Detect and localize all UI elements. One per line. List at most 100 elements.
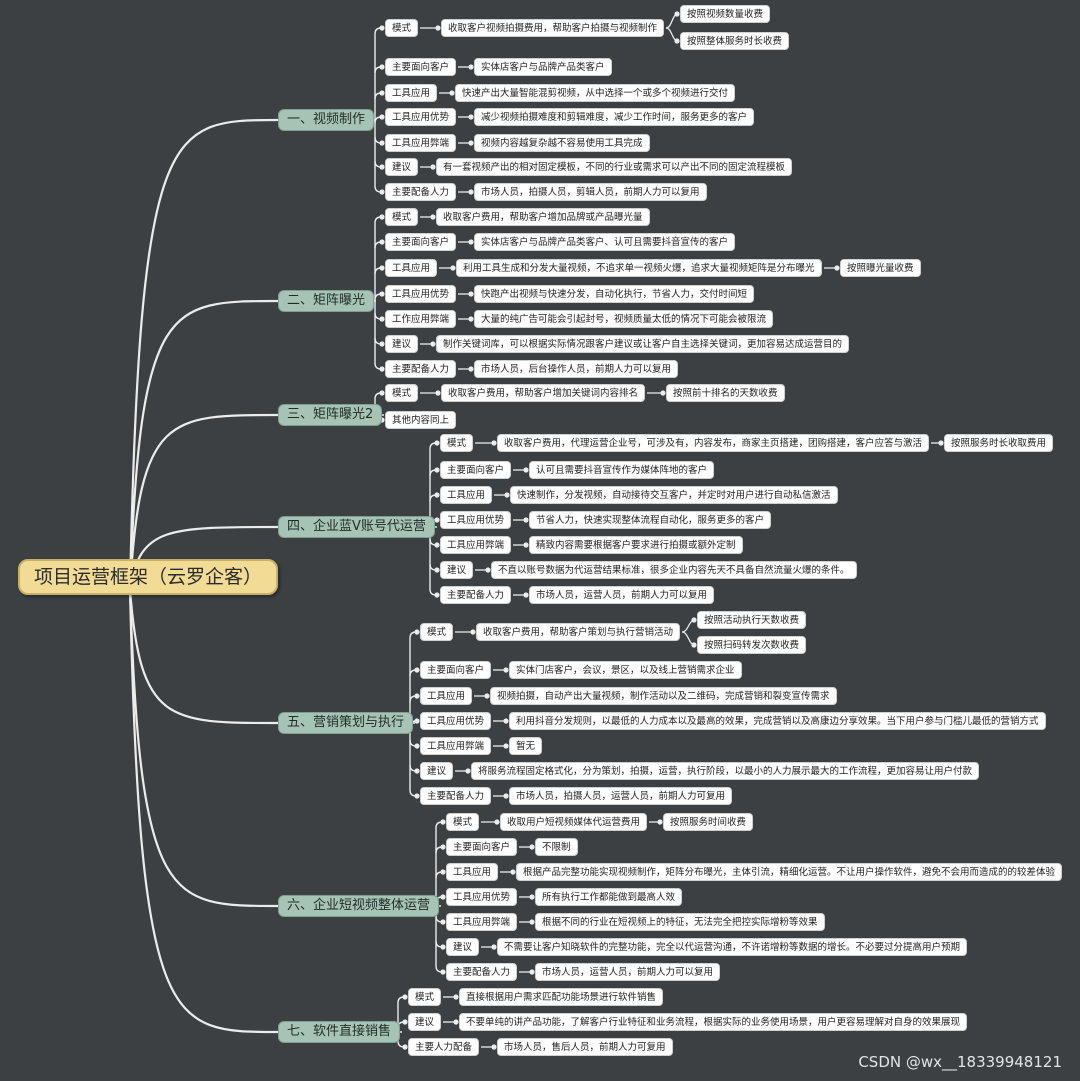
connector-dot (434, 592, 440, 598)
connector-dot (434, 492, 440, 498)
connector-dot (523, 592, 529, 598)
subtopic: 主要面向客户 (385, 58, 457, 76)
subtopic: 主要配备人力 (446, 963, 518, 981)
detail-node: 市场人员，运营人员，前期人力可以复用 (535, 963, 721, 981)
branch-topic: 四、企业蓝V账号代运营 (278, 516, 435, 538)
subtopic: 工具应用 (446, 863, 499, 881)
subtopic: 工具应用弊端 (440, 536, 512, 554)
connector-dot (435, 25, 441, 31)
connector-dot (491, 1044, 497, 1050)
detail-node: 将服务流程固定格式化，分为策划，拍摄，运营，执行阶段，以最小的人力展示最大的工作… (471, 762, 980, 780)
detail-node: 收取客户费用，代理运营企业号，可涉及有，内容发布，商家主页搭建，团购搭建，客户应… (497, 434, 930, 452)
subtopic: 主要配备人力 (440, 586, 512, 604)
subtopic: 模式 (385, 208, 419, 226)
connector-dot (470, 629, 476, 635)
connector-dot (485, 567, 491, 573)
detail-node: 不限制 (535, 838, 578, 856)
connector-dot (402, 1044, 408, 1050)
detail-node: 市场人员，售后人员，前期人力可复用 (497, 1038, 673, 1056)
subtopic: 工具应用 (420, 687, 473, 705)
detail-node: 收取客户费用，帮助客户增加关键词内容排名 (441, 384, 646, 402)
connector-dot (434, 567, 440, 573)
branch-topic: 三、矩阵曝光2 (278, 404, 383, 426)
subtopic: 模式 (440, 434, 474, 452)
subtopic: 工具应用弊端 (446, 913, 518, 931)
detail-node: 精致内容需要根据客户要求进行拍摄或额外定制 (529, 536, 743, 554)
connector-dot (504, 492, 510, 498)
subtopic: 模式 (385, 19, 419, 37)
connector-dot (529, 919, 535, 925)
connector-dot (435, 390, 441, 396)
connector-line (128, 588, 279, 908)
connector-dot (434, 517, 440, 523)
watermark: CSDN @wx__18339948121 (858, 1053, 1062, 1071)
subtopic: 主要人力配备 (408, 1038, 480, 1056)
subtopic: 主要面向客户 (440, 461, 512, 479)
connector-line (128, 299, 279, 590)
detail-node: 不需要让客户知晓软件的完整功能，完全以代运营沟通，不许诺增粉等数据的增长。不必要… (497, 938, 968, 956)
connector-dot (491, 944, 497, 950)
subtopic: 建议 (385, 335, 419, 353)
subtopic: 工作应用弊端 (385, 310, 457, 328)
pricing-node: 按照服务时间收费 (663, 813, 754, 831)
pricing-node: 按照活动执行天数收费 (697, 611, 807, 629)
connector-dot (938, 440, 944, 446)
connector-dot (691, 617, 697, 623)
connector-dot (434, 542, 440, 548)
branch-topic: 五、营销策划与执行 (278, 712, 414, 734)
connector-dot (503, 793, 509, 799)
connector-dot (674, 11, 680, 17)
connector-dot (434, 467, 440, 473)
detail-node: 实体门店客户，会议，景区，以及线上营销需求企业 (509, 661, 742, 679)
connector-dot (414, 693, 420, 699)
connector-dot (529, 894, 535, 900)
connector-dot (440, 819, 446, 825)
connector-dot (491, 440, 497, 446)
connector-dot (523, 467, 529, 473)
detail-node: 视频内容越复杂越不容易使用工具完成 (474, 134, 650, 152)
subtopic: 主要配备人力 (385, 360, 457, 378)
detail-node: 快速产出大量智能混剪视频，从中选择一个或多个视频进行交付 (455, 84, 736, 102)
connector-dot (510, 869, 516, 875)
connector-dot (379, 189, 385, 195)
connector-dot (529, 844, 535, 850)
subtopic: 模式 (446, 813, 480, 831)
connector-dot (440, 844, 446, 850)
subtopic: 模式 (408, 988, 442, 1006)
connector-dot (523, 542, 529, 548)
branch-topic: 二、矩阵曝光 (278, 290, 375, 312)
subtopic: 工具应用弊端 (385, 134, 457, 152)
connector-dot (440, 969, 446, 975)
detail-node: 根据产品完整功能实现视频制作，矩阵分布曝光，主体引流，精细化运营。不让用户操作软… (516, 863, 1063, 881)
branch-topic: 六、企业短视频整体运营 (278, 895, 440, 917)
connector-dot (379, 316, 385, 322)
subtopic: 主要面向客户 (385, 233, 457, 251)
pricing-node: 按照视频数量收费 (680, 5, 771, 23)
pricing-node: 按照扫码转发次数收费 (697, 636, 807, 654)
connector-dot (379, 366, 385, 372)
connector-dot (414, 793, 420, 799)
connector-dot (503, 667, 509, 673)
subtopic: 建议 (420, 762, 454, 780)
connector-dot (379, 114, 385, 120)
detail-node: 根据不同的行业在短视频上的特征，无法完全把控实际增粉等效果 (535, 913, 825, 931)
connector-dot (674, 38, 680, 44)
connector-dot (468, 189, 474, 195)
connector-dot (379, 64, 385, 70)
detail-node: 暂无 (509, 737, 543, 755)
connector-dot (453, 994, 459, 1000)
detail-node: 制作关键词库，可以根据实际情况跟客户建议或让客户自主选择关键词，更加容易达成运营… (436, 335, 850, 353)
connector-dot (465, 768, 471, 774)
connector-dot (440, 919, 446, 925)
subtopic: 主要面向客户 (446, 838, 518, 856)
subtopic: 工具应用 (385, 259, 438, 277)
detail-node: 市场人员，拍摄人员，运营人员，前期人力可复用 (509, 787, 733, 805)
connector-dot (468, 366, 474, 372)
detail-node: 大量的纯广告可能会引起封号，视频质量太低的情况下可能会被限流 (474, 310, 774, 328)
detail-node: 认可且需要抖音宣传作为媒体阵地的客户 (529, 461, 715, 479)
connector-dot (434, 440, 440, 446)
detail-node: 视频拍摄，自动产出大量视频，制作活动以及二维码，完成营销和裂变宣传需求 (490, 687, 837, 705)
subtopic: 工具应用弊端 (420, 737, 492, 755)
connector-dot (834, 265, 840, 271)
connector-dot (402, 994, 408, 1000)
